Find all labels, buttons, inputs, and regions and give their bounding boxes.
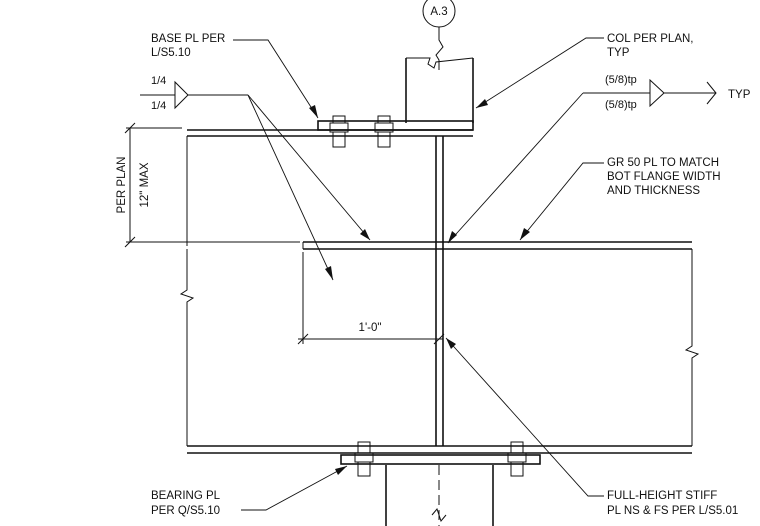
left-beam-edge	[179, 249, 195, 446]
note-bearing-plate: BEARING PL PER Q/S5.10	[151, 465, 348, 517]
note-gr50-plate: GR 50 PL TO MATCH BOT FLANGE WIDTH AND T…	[519, 157, 721, 241]
vertical-dimension: PER PLAN 12" MAX	[116, 122, 300, 248]
grid-bubble: A.3	[422, 0, 456, 70]
weld-typ: TYP	[728, 89, 751, 101]
grid-bubble-label: A.3	[430, 6, 447, 18]
base-plate	[317, 120, 474, 131]
lower-beam-flange	[187, 445, 692, 454]
note-stiffener: FULL-HEIGHT STIFF PL NS & FS PER L/S5.01	[445, 337, 738, 517]
gr50-plate	[302, 241, 692, 250]
weld-right-top: (5/8)tp	[605, 74, 637, 86]
column-above	[405, 57, 474, 123]
bolt-top-left	[329, 115, 349, 148]
note-base-pl-line2: L/S5.10	[151, 47, 191, 59]
bolt-bottom-right	[507, 441, 527, 477]
note-column: COL PER PLAN, TYP	[475, 33, 694, 109]
bolt-bottom-left	[354, 441, 374, 477]
bolt-top-right	[374, 115, 394, 148]
note-bearing-line1: BEARING PL	[151, 490, 221, 502]
weld-symbol-right: (5/8)tp (5/8)tp TYP	[447, 74, 751, 244]
weld-left-top: 1/4	[151, 75, 166, 87]
upper-beam	[186, 129, 473, 246]
dim-1-0: 1'-0"	[359, 322, 382, 334]
weld-symbol-left: 1/4 1/4	[140, 75, 371, 281]
weld-left-bottom: 1/4	[151, 100, 166, 112]
note-base-pl-line1: BASE PL PER	[151, 33, 225, 45]
full-height-stiffener	[435, 136, 444, 446]
right-beam-edge	[684, 249, 700, 446]
note-gr50-line2: BOT FLANGE WIDTH	[607, 171, 721, 183]
note-bearing-line2: PER Q/S5.10	[151, 505, 220, 517]
note-stiff-line2: PL NS & FS PER L/S5.01	[607, 505, 738, 517]
note-col-line2: TYP	[607, 47, 630, 59]
column-below	[385, 465, 494, 526]
note-gr50-line3: AND THICKNESS	[607, 185, 700, 197]
dim-12-max: 12" MAX	[139, 162, 151, 207]
note-stiff-line1: FULL-HEIGHT STIFF	[607, 490, 717, 502]
note-base-plate: BASE PL PER L/S5.10	[151, 33, 319, 119]
horizontal-dimension: 1'-0"	[297, 252, 445, 345]
weld-right-bottom: (5/8)tp	[605, 99, 637, 111]
note-gr50-line1: GR 50 PL TO MATCH	[607, 157, 719, 169]
bearing-plate	[340, 454, 541, 465]
dim-per-plan: PER PLAN	[116, 157, 128, 214]
note-col-line1: COL PER PLAN,	[607, 33, 694, 45]
